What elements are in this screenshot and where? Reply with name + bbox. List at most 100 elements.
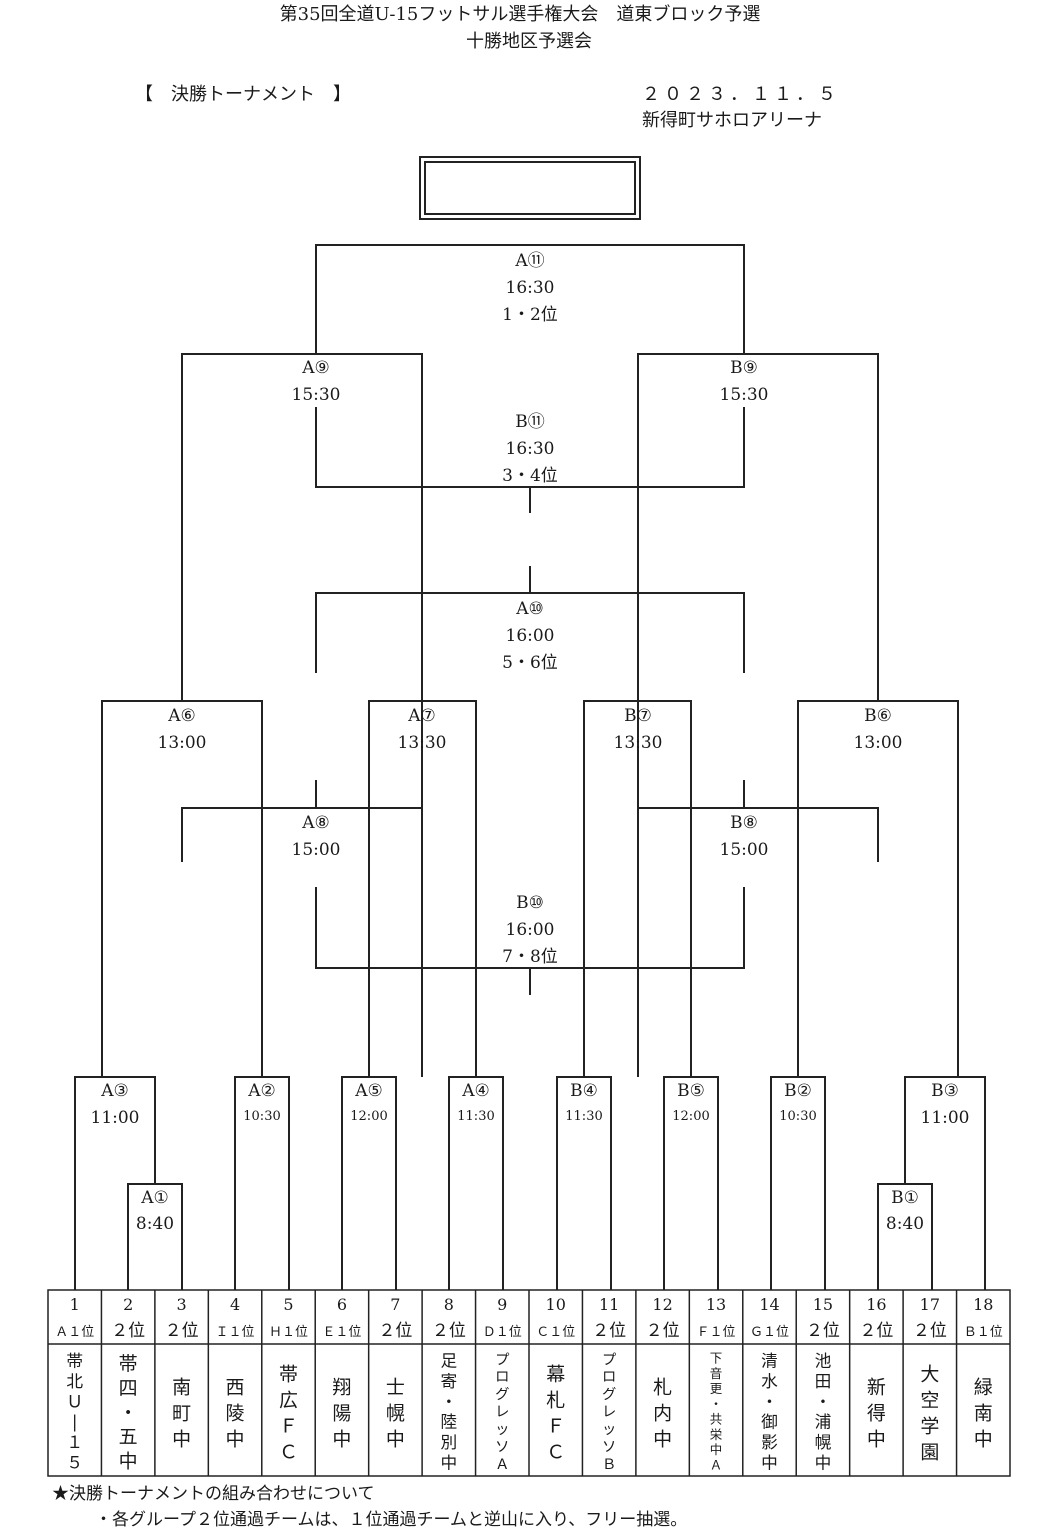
footer-note-body: ・各グループ２位通過チームは、１位通過チームと逆山に入り、フリー抽選。 [95, 1510, 688, 1530]
match-time: 12:00 [350, 1109, 387, 1124]
match-id: A⑦ [407, 706, 436, 726]
match-id: B③ [931, 1081, 959, 1101]
slot-team-name: 池田・浦幌中 [815, 1351, 832, 1473]
slot-seed: ２位 [592, 1321, 626, 1341]
match-time: 11:30 [565, 1109, 602, 1124]
match-time: 13:30 [398, 733, 447, 753]
slot-number: 7 [390, 1295, 400, 1314]
match-note: 5・6位 [502, 653, 558, 673]
slot-team-name: 帯北Ｕ|１５ [66, 1351, 83, 1473]
team-grid [47, 1289, 1011, 1477]
slot-seed: ２位 [913, 1321, 947, 1341]
match-id: B⑤ [677, 1081, 705, 1101]
slot-number: 12 [652, 1295, 672, 1314]
bracket-a8 [181, 807, 423, 862]
match-time: 16:00 [506, 626, 555, 646]
slot-number: 8 [444, 1295, 454, 1314]
bracket-a6 [101, 700, 263, 1077]
slot-team-name: 帯広ＦＣ [279, 1363, 298, 1463]
bracket-a5 [341, 1076, 397, 1290]
slot-team-name: 緑南中 [974, 1376, 993, 1450]
slot-seed: ２位 [378, 1321, 412, 1341]
slot-seed: ２位 [111, 1321, 145, 1341]
bracket-a4 [448, 1076, 504, 1290]
slot-seed: ２位 [432, 1321, 466, 1341]
slot-team-name: 新得中 [867, 1376, 886, 1450]
bracket-b5 [663, 1076, 719, 1290]
match-time: 16:00 [506, 920, 555, 940]
match-id: A⑧ [301, 813, 330, 833]
match-time: 13:00 [158, 733, 207, 753]
match-id: A⑤ [354, 1081, 383, 1101]
match-id: B① [891, 1188, 919, 1208]
slot-seed: Ｈ１位 [269, 1325, 308, 1340]
slot-seed: Ｂ１位 [964, 1325, 1003, 1340]
slot-number: 2 [123, 1295, 133, 1314]
slot-number: 16 [866, 1295, 886, 1314]
bracket-b9 [637, 353, 879, 1077]
bracket-b7 [583, 700, 692, 1077]
slot-team-name: プログレッソＢ [602, 1351, 617, 1473]
bracket-a7 [368, 700, 477, 1077]
bracket-b2 [770, 1076, 826, 1290]
tournament-subtitle: 十勝地区予選会 [466, 31, 592, 52]
slot-number: 13 [706, 1295, 726, 1314]
bracket-b6 [797, 700, 959, 1077]
slot-seed: ２位 [646, 1321, 680, 1341]
match-time: 10:30 [779, 1109, 816, 1124]
slot-team-name: 札内中 [653, 1376, 672, 1450]
match-time: 11:00 [91, 1108, 140, 1128]
match-id: A⑨ [301, 358, 330, 378]
event-venue: 新得町サホロアリーナ [642, 110, 822, 131]
slot-number: 11 [599, 1295, 619, 1314]
match-id: A③ [100, 1081, 129, 1101]
match-id: A① [140, 1188, 169, 1208]
bracket-a10 [315, 592, 745, 673]
match-note: 1・2位 [502, 305, 558, 325]
tournament-title: 第35回全道U-15フットサル選手権大会 道東ブロック予選 [279, 4, 761, 25]
slot-number: 17 [920, 1295, 940, 1314]
match-id: B② [784, 1081, 812, 1101]
slot-number: 15 [813, 1295, 833, 1314]
match-id: B⑥ [864, 706, 892, 726]
champion-box-outer [419, 156, 641, 220]
match-id: B⑩ [516, 893, 544, 913]
bracket-a1 [127, 1183, 183, 1290]
slot-number: 9 [497, 1295, 507, 1314]
match-time: 15:00 [720, 840, 769, 860]
team-slots: 1Ａ１位帯北Ｕ|１５2２位帯四・五中3２位南町中4Ｉ１位西陵中5Ｈ１位帯広ＦＣ6… [55, 1295, 1003, 1473]
match-time: 13:00 [854, 733, 903, 753]
slot-team-name: 下音更・共栄中Ａ [710, 1351, 723, 1473]
match-time: 11:00 [921, 1108, 970, 1128]
match-id: B⑨ [730, 358, 758, 378]
slot-number: 5 [283, 1295, 293, 1314]
slot-team-name: 幕札ＦＣ [546, 1363, 565, 1463]
match-id: A④ [461, 1081, 490, 1101]
slot-number: 1 [70, 1295, 80, 1314]
slot-seed: Ｅ１位 [322, 1325, 361, 1340]
bracket-b4 [556, 1076, 612, 1290]
slot-number: 4 [230, 1295, 240, 1314]
match-note: 3・4位 [502, 466, 558, 486]
match-id: A⑥ [167, 706, 196, 726]
slot-team-name: 南町中 [172, 1376, 191, 1450]
bracket-b1 [877, 1183, 933, 1290]
slot-team-name: プログレッソＡ [495, 1351, 510, 1473]
bracket-b8 [637, 807, 879, 862]
slot-team-name: 清水・御影中 [761, 1351, 778, 1473]
match-time: 15:30 [720, 385, 769, 405]
match-time: 16:30 [506, 439, 555, 459]
match-note: 7・8位 [502, 947, 558, 967]
footer-note-heading: ★決勝トーナメントの組み合わせについて [52, 1484, 375, 1504]
slot-seed: ２位 [165, 1321, 199, 1341]
bracket-a3 [74, 1076, 156, 1290]
